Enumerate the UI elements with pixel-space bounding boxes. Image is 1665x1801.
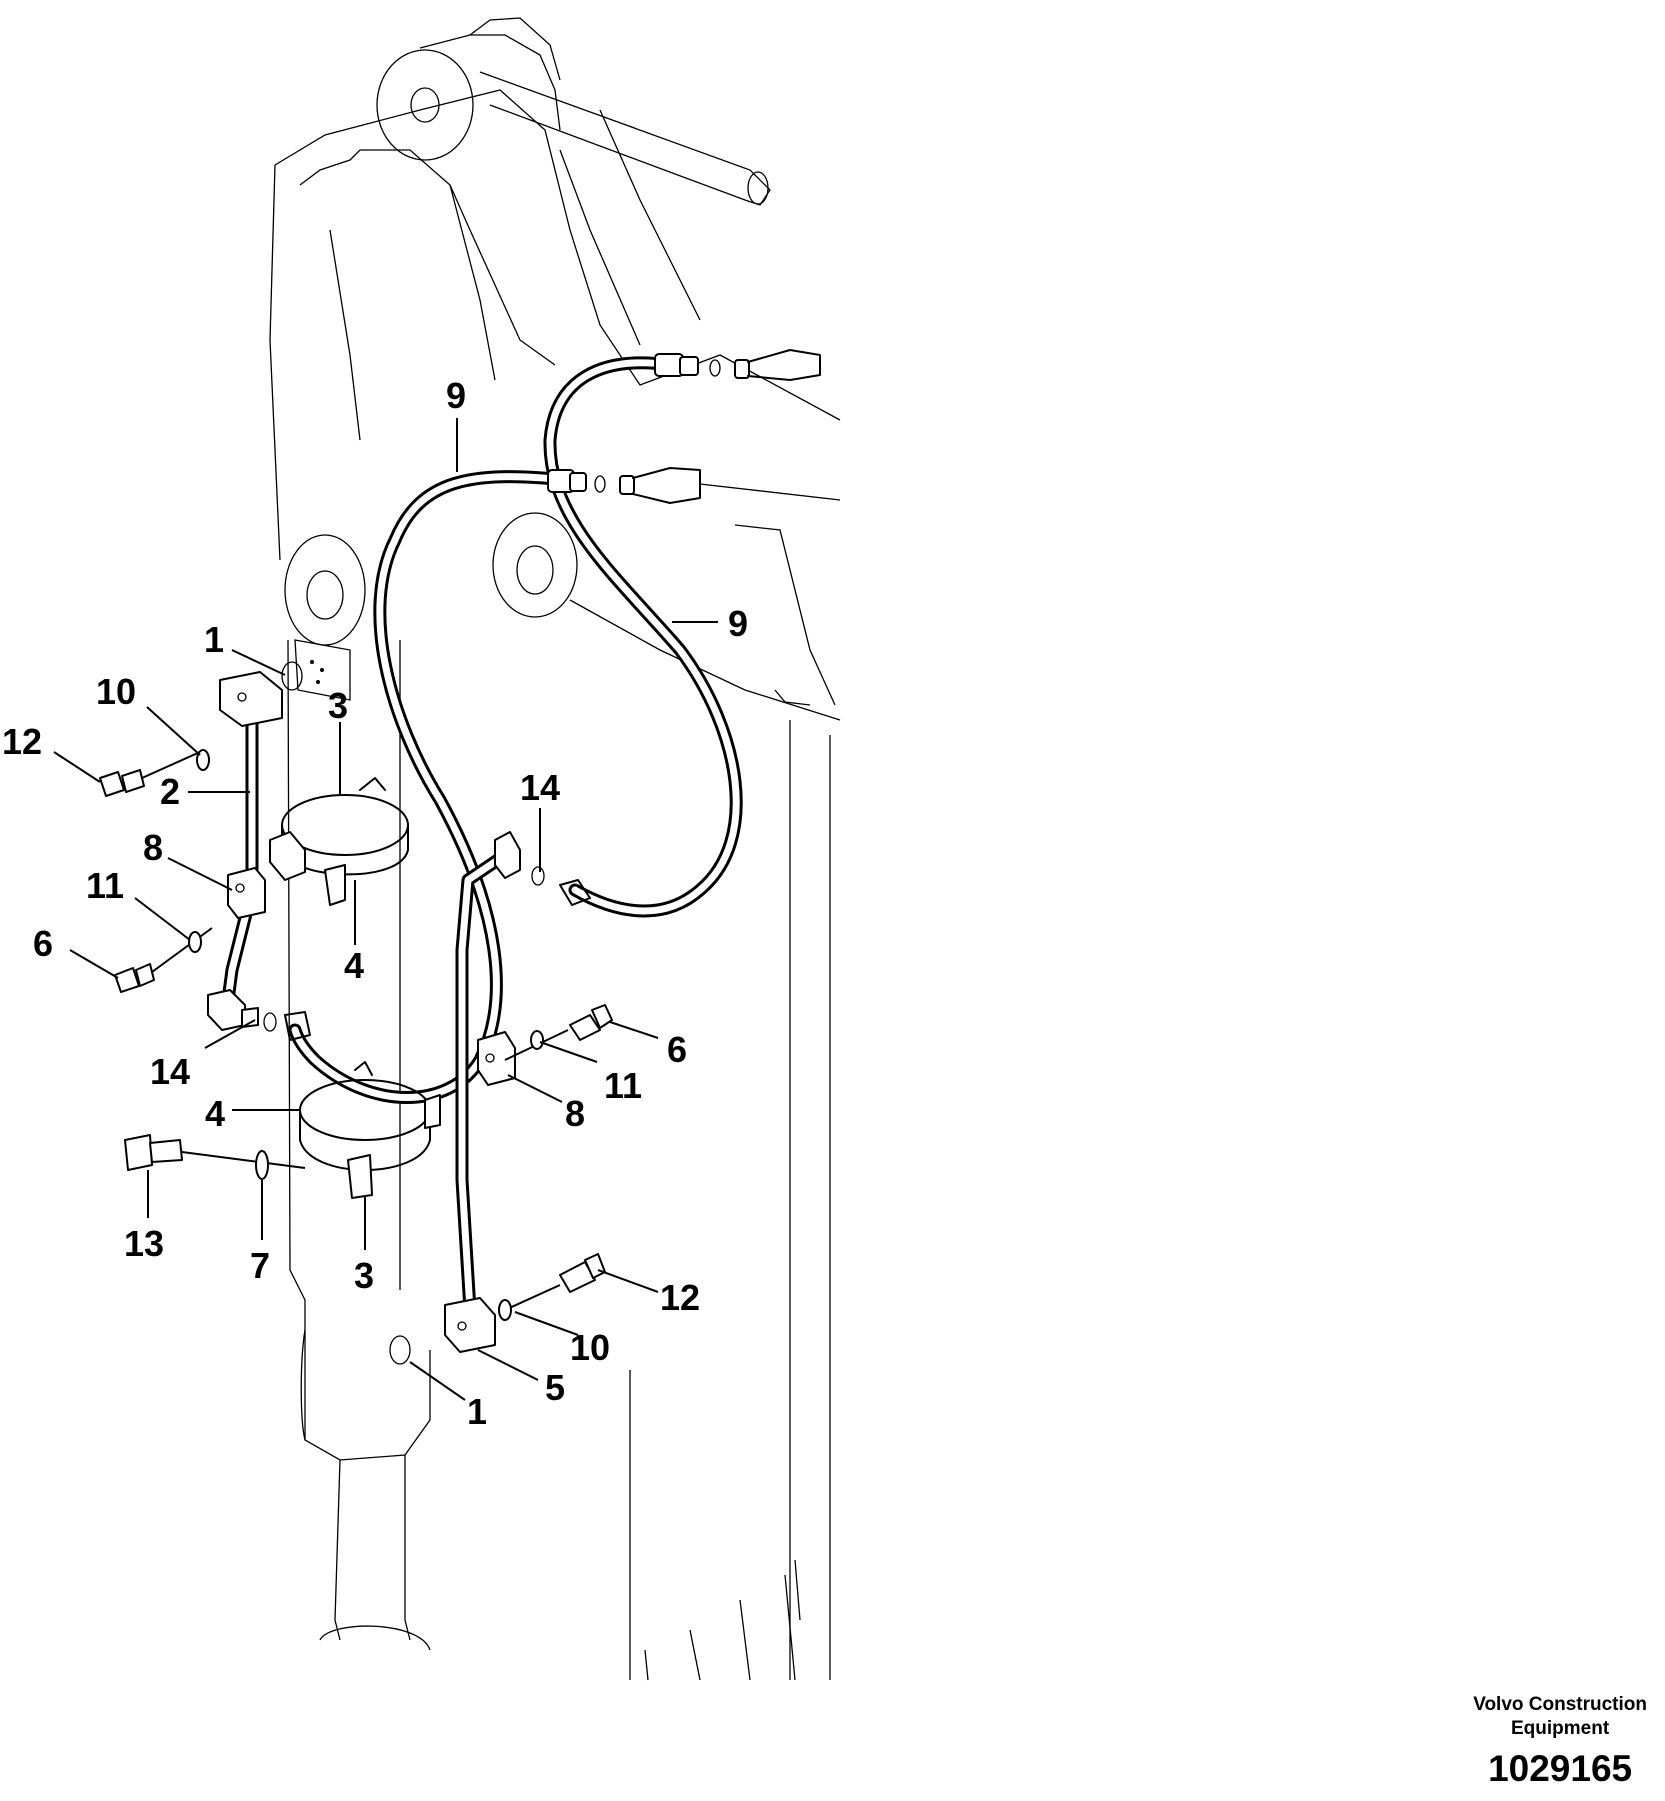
hose-9-b (543, 356, 743, 918)
callout-14: 14 (150, 1051, 190, 1092)
leader-lines (53, 418, 718, 1401)
washer-11-right (530, 1030, 544, 1050)
callout-2: 2 (160, 771, 180, 812)
bolt-6-right (504, 1004, 613, 1061)
callout-12: 12 (660, 1277, 700, 1318)
callout-6: 6 (33, 923, 53, 964)
callout-13: 13 (124, 1223, 164, 1264)
hose-fittings-upper (547, 349, 841, 504)
callout-10: 10 (96, 671, 136, 712)
callout-10: 10 (570, 1327, 610, 1368)
tube-2 (207, 661, 311, 1041)
callout-8: 8 (565, 1093, 585, 1134)
washer-11-left (188, 931, 202, 953)
callout-labels: 9 9 1 10 3 12 2 14 8 4 11 6 14 6 11 4 8 … (2, 375, 748, 1432)
callout-7: 7 (250, 1245, 270, 1286)
callout-9: 9 (446, 375, 466, 416)
bolt-13 (124, 1134, 306, 1171)
valve-block (294, 639, 351, 701)
callout-3: 3 (328, 685, 348, 726)
o-ring-14-right (531, 866, 591, 906)
callout-1: 1 (204, 619, 224, 660)
clamp-lower (299, 1061, 441, 1199)
footer-block: Volvo Construction Equipment 1029165 (1473, 1693, 1647, 1791)
callout-11: 11 (604, 1065, 642, 1106)
brand-line-2: Equipment (1511, 1718, 1610, 1739)
brand-line-1: Volvo Construction (1473, 1694, 1647, 1715)
callout-8: 8 (143, 827, 163, 868)
boom-structure (269, 17, 841, 1681)
washer-7 (255, 1150, 269, 1180)
drawing-number: 1029165 (1488, 1748, 1633, 1789)
callout-3: 3 (354, 1255, 374, 1296)
bolt-12-left (99, 751, 201, 797)
callout-5: 5 (545, 1367, 565, 1408)
callout-4: 4 (344, 945, 364, 986)
washer-10-right (498, 1299, 512, 1321)
tube-5 (389, 831, 521, 1365)
callout-12: 12 (2, 721, 42, 762)
callout-11: 11 (86, 865, 124, 906)
bolt-12-right (504, 1253, 606, 1311)
clamp-upper (269, 777, 409, 906)
callout-9: 9 (728, 603, 748, 644)
callout-6: 6 (667, 1029, 687, 1070)
callout-1: 1 (467, 1391, 487, 1432)
bolt-6-left (114, 927, 213, 993)
callout-14: 14 (520, 767, 560, 808)
callout-4: 4 (205, 1093, 225, 1134)
